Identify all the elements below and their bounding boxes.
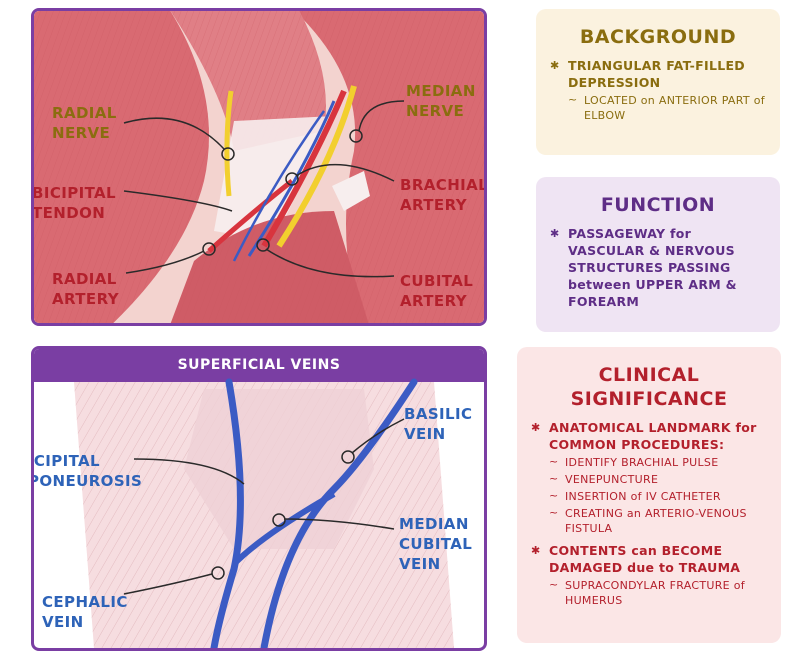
bicipital-tendon-label: BICIPITAL TENDON	[32, 184, 117, 222]
basilic-vein-label: BASILIC VEIN	[404, 405, 473, 443]
clinical-sub-pulse: IDENTIFY BRACHIAL PULSE	[531, 454, 767, 470]
aponeurosis-pointer	[133, 458, 245, 485]
function-card: FUNCTION PASSAGEWAY for VASCULAR & NERVO…	[536, 177, 780, 332]
radial-artery-line	[207, 179, 294, 253]
clinical-significance-card: CLINICAL SIGNIFICANCE ANATOMICAL LANDMAR…	[517, 347, 781, 643]
tendon-pointer	[123, 190, 233, 212]
clinical-bullet-trauma: CONTENTS can BECOME DAMAGED due to TRAUM…	[531, 542, 767, 576]
background-title: BACKGROUND	[579, 26, 737, 48]
bicipital-aponeurosis-label: BICIPITAL APONEUROSIS	[33, 452, 143, 490]
superficial-veins-header: SUPERFICIAL VEINS	[34, 349, 484, 382]
clinical-sub-av-fistula: CREATING an ARTERIO-VENOUS FISTULA	[531, 505, 767, 536]
aponeurosis-patch	[332, 171, 370, 211]
clinical-sub-venepuncture: VENEPUNCTURE	[531, 471, 767, 487]
clinical-bullet-landmark: ANATOMICAL LANDMARK for COMMON PROCEDURE…	[531, 419, 767, 453]
cubital-fossa-artwork	[34, 11, 484, 323]
median-nerve-line	[276, 85, 357, 248]
brachial-artery-label: BRACHIAL ARTERY	[400, 176, 487, 214]
function-title: FUNCTION	[600, 194, 716, 216]
clinical-sub-fracture: SUPRACONDYLAR FRACTURE of HUMERUS	[531, 577, 767, 608]
clinical-sub-iv-catheter: INSERTION of IV CATHETER	[531, 488, 767, 504]
brachial-artery-line	[261, 89, 347, 248]
cubital-fossa-illustration: RADIAL NERVE MEDIAN NERVE BICIPITAL TEND…	[31, 8, 487, 326]
cubital-artery-pointer	[265, 248, 395, 278]
superficial-veins-artwork	[74, 378, 454, 648]
radial-artery-pointer	[125, 250, 205, 274]
median-cubital-vein-line	[231, 491, 336, 567]
superficial-veins-illustration: SUPERFICIAL VEINS BASILIC VEIN BICIPITAL…	[31, 346, 487, 651]
function-bullet: PASSAGEWAY for VASCULAR & NERVOUS STRUCT…	[550, 225, 766, 310]
cephalic-vein-pointer	[123, 573, 213, 595]
brachial-artery-pointer	[295, 163, 395, 182]
cubital-artery-label: CUBITAL ARTERY	[400, 272, 474, 310]
radial-nerve-pointer	[123, 117, 225, 150]
radial-artery-label: RADIAL ARTERY	[52, 270, 119, 308]
cephalic-vein-label: CEPHALIC VEIN	[42, 593, 128, 631]
basilic-vein-line	[260, 378, 418, 648]
aponeurosis-region	[184, 389, 374, 549]
radial-nerve-label: RADIAL NERVE	[52, 104, 117, 142]
background-bullet: TRIANGULAR FAT-FILLED DEPRESSION	[550, 57, 766, 91]
median-cubital-pointer	[283, 518, 395, 530]
background-card: BACKGROUND TRIANGULAR FAT-FILLED DEPRESS…	[536, 9, 780, 155]
median-cubital-vein-label: MEDIAN CUBITAL VEIN	[399, 515, 473, 573]
median-nerve-label: MEDIAN NERVE	[406, 82, 476, 120]
basilic-vein-pointer	[351, 418, 405, 454]
clinical-title: CLINICAL SIGNIFICANCE	[570, 364, 728, 410]
median-nerve-pointer	[358, 100, 405, 132]
radial-nerve-line	[224, 90, 234, 197]
background-sub-bullet: LOCATED on ANTERIOR PART of ELBOW	[550, 92, 766, 123]
bicipital-tendon-shape	[214, 116, 334, 241]
